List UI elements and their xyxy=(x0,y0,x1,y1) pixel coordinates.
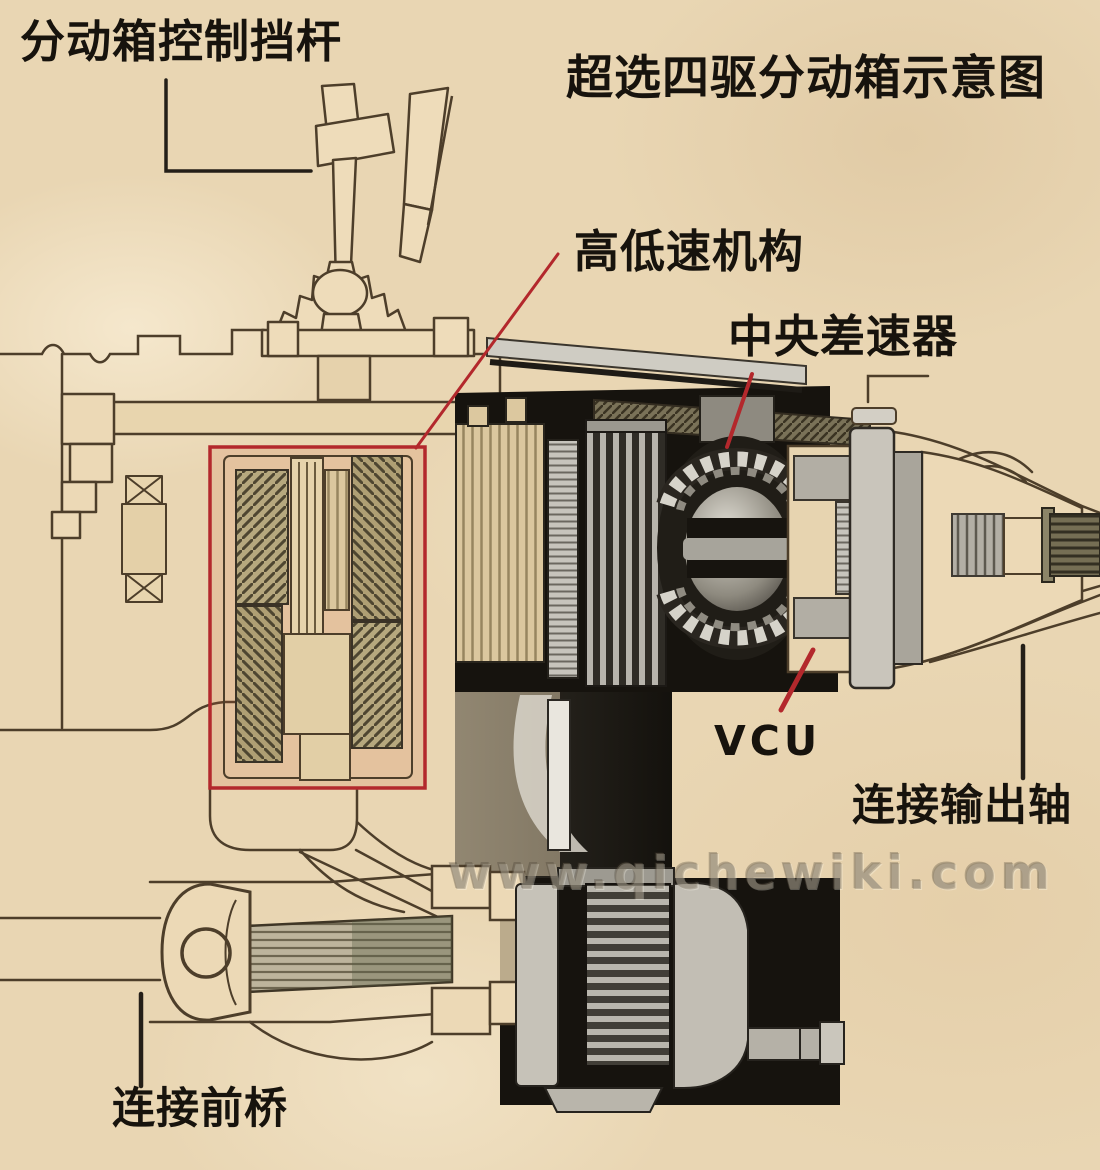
lever-main-grip xyxy=(314,112,396,168)
output-boot xyxy=(951,513,1005,577)
watermark: www.qichewiki.com xyxy=(448,846,1055,901)
main-spline-shaft xyxy=(547,439,579,679)
shift-lever-label: 分动箱控制挡杆 xyxy=(20,15,343,68)
gear-high-right xyxy=(351,455,403,621)
high-low-gear-unit xyxy=(208,445,427,790)
bracket-shift-lever xyxy=(164,78,313,173)
front-axle-label: 连接前桥 xyxy=(112,1084,288,1134)
center-diff-label: 中央差速器 xyxy=(728,310,959,363)
high-low-label: 高低速机构 xyxy=(574,225,805,278)
output-shaft-label: 连接输出轴 xyxy=(852,781,1072,831)
shift-lever-assembly xyxy=(260,82,476,402)
leader-vcu xyxy=(778,647,816,713)
bearing-lower xyxy=(125,573,163,603)
gear-low-right xyxy=(351,621,403,749)
tensioner-channel xyxy=(547,699,571,851)
front-sprocket-gear xyxy=(585,883,671,1067)
ball-joint xyxy=(311,268,369,318)
rear-output-assembly xyxy=(848,426,1100,690)
front-sprocket-assembly xyxy=(515,867,845,1113)
vcu-label: VCU xyxy=(714,717,822,765)
bearing-upper xyxy=(125,475,163,505)
leader-high-low xyxy=(414,252,560,450)
output-splined-shaft xyxy=(1049,513,1100,577)
clutch-pack xyxy=(455,397,545,663)
gear-high-left xyxy=(235,469,289,605)
drive-sprocket xyxy=(585,419,667,687)
leader-lines xyxy=(414,252,816,713)
diagram-title: 超选四驱分动箱示意图 xyxy=(566,51,1046,106)
highlight-box xyxy=(208,445,427,790)
gear-low-left xyxy=(235,605,283,763)
shift-fork xyxy=(513,695,588,852)
bracket-lines xyxy=(138,78,1026,1089)
leader-center-diff xyxy=(725,372,754,449)
